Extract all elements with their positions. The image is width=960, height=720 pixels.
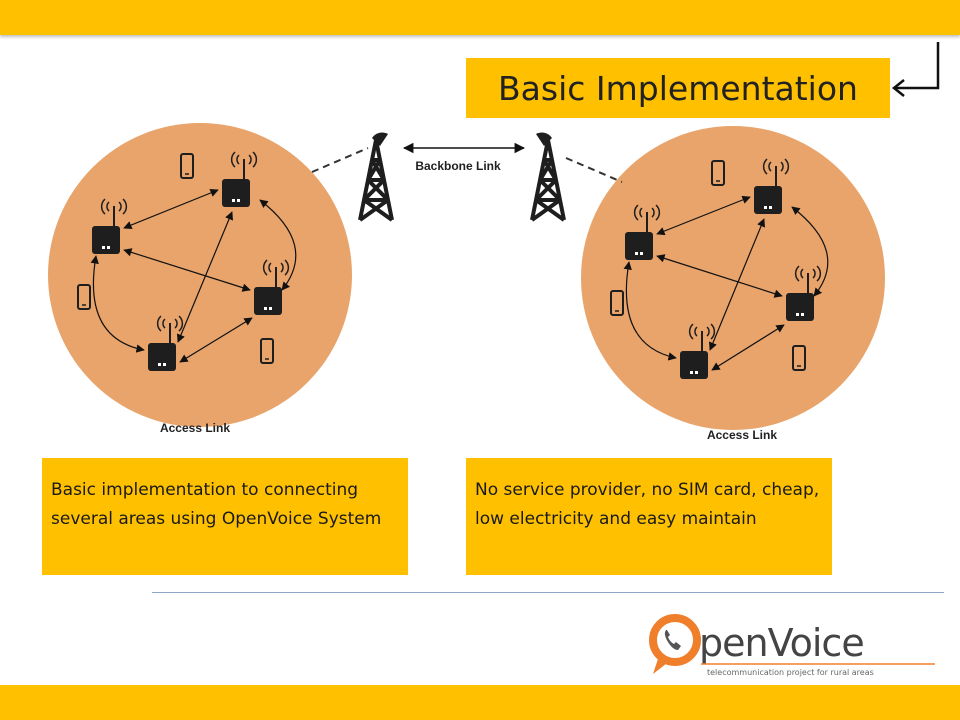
bottom-accent-bar xyxy=(0,685,960,720)
openvoice-logo-graphic: penVoice telecommunication project for r… xyxy=(649,614,935,677)
right-cell xyxy=(581,126,885,430)
return-arrow-icon[interactable] xyxy=(890,40,940,100)
right-text-box: No service provider, no SIM card, cheap,… xyxy=(466,458,832,575)
backbone-label: Backbone Link xyxy=(415,159,501,173)
svg-text:penVoice: penVoice xyxy=(699,621,864,665)
left-cell xyxy=(48,123,352,427)
svg-text:telecommunication project for: telecommunication project for rural area… xyxy=(707,668,874,677)
left-access-label: Access Link xyxy=(160,421,230,435)
left-text-box: Basic implementation to connecting sever… xyxy=(42,458,408,575)
left-tower-icon xyxy=(358,132,394,222)
divider-line xyxy=(152,592,944,593)
right-dashed-link xyxy=(565,157,623,183)
title-box: Basic Implementation xyxy=(466,58,890,118)
top-accent-bar xyxy=(0,0,960,35)
openvoice-logo: penVoice telecommunication project for r… xyxy=(645,612,945,682)
right-access-label: Access Link xyxy=(707,428,777,442)
network-diagram: Access Link Access Link Backbone Link xyxy=(48,123,885,442)
right-tower-icon xyxy=(530,132,566,222)
left-dashed-link xyxy=(311,147,369,173)
slide-title: Basic Implementation xyxy=(498,68,858,108)
